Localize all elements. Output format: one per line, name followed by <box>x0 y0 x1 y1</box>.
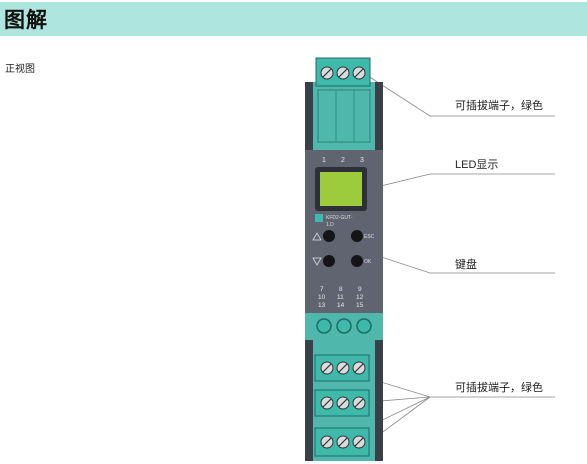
button-down[interactable] <box>323 255 335 267</box>
bottom-terminal-block-1[interactable] <box>314 354 370 382</box>
right-rail-top <box>375 82 383 154</box>
down-arrow-icon <box>312 257 322 266</box>
button-ok-label: OK <box>364 259 372 265</box>
terminal-number-15: 15 <box>356 302 364 309</box>
button-up[interactable] <box>323 230 335 242</box>
top-terminal-screws <box>320 66 366 80</box>
terminal-number-14: 14 <box>337 302 345 309</box>
warning-icon <box>312 232 322 241</box>
terminal-number-1: 1 <box>322 157 326 164</box>
top-terminal-housing <box>305 82 383 154</box>
keypad: ESC OK <box>312 230 375 267</box>
brand-logo <box>315 214 323 222</box>
terminal-number-12: 12 <box>356 294 364 301</box>
terminal-number-8: 8 <box>339 286 343 293</box>
button-esc[interactable] <box>351 230 363 242</box>
page-title: 图解 <box>4 9 48 32</box>
callout-bottom-terminals: 可插拔端子，绿色 <box>455 382 543 394</box>
left-rail-bottom <box>305 340 313 461</box>
title-bar: 图解 <box>0 2 587 36</box>
bottom-terminal-numbers: 7 8 9 10 11 12 13 14 15 <box>318 286 364 309</box>
callout-keypad: 键盘 <box>455 259 477 271</box>
top-terminal-frame <box>317 89 371 143</box>
lcd-display <box>320 172 362 206</box>
model-text-line-1: KFD2-GUT- <box>326 215 353 221</box>
terminal-number-9: 9 <box>358 286 362 293</box>
bottom-openings <box>316 318 372 334</box>
callout-led-display: LED显示 <box>455 159 499 171</box>
left-rail-top <box>305 82 313 154</box>
view-label: 正视图 <box>5 64 35 75</box>
button-esc-label: ESC <box>364 234 375 240</box>
leader-top-terminal <box>367 75 555 117</box>
terminal-number-10: 10 <box>318 294 326 301</box>
terminal-number-2: 2 <box>341 157 345 164</box>
bottom-terminal-block-2[interactable] <box>314 389 370 417</box>
terminal-number-11: 11 <box>337 294 344 301</box>
right-rail-bottom <box>375 340 383 461</box>
terminal-number-7: 7 <box>320 286 324 293</box>
button-ok[interactable] <box>351 255 363 267</box>
terminal-number-13: 13 <box>318 302 326 309</box>
terminal-number-3: 3 <box>360 157 364 164</box>
model-text-line-2: 1.D <box>326 222 334 228</box>
callout-top-terminal: 可插拔端子，绿色 <box>455 100 543 112</box>
bottom-terminal-block-3[interactable] <box>314 427 370 457</box>
